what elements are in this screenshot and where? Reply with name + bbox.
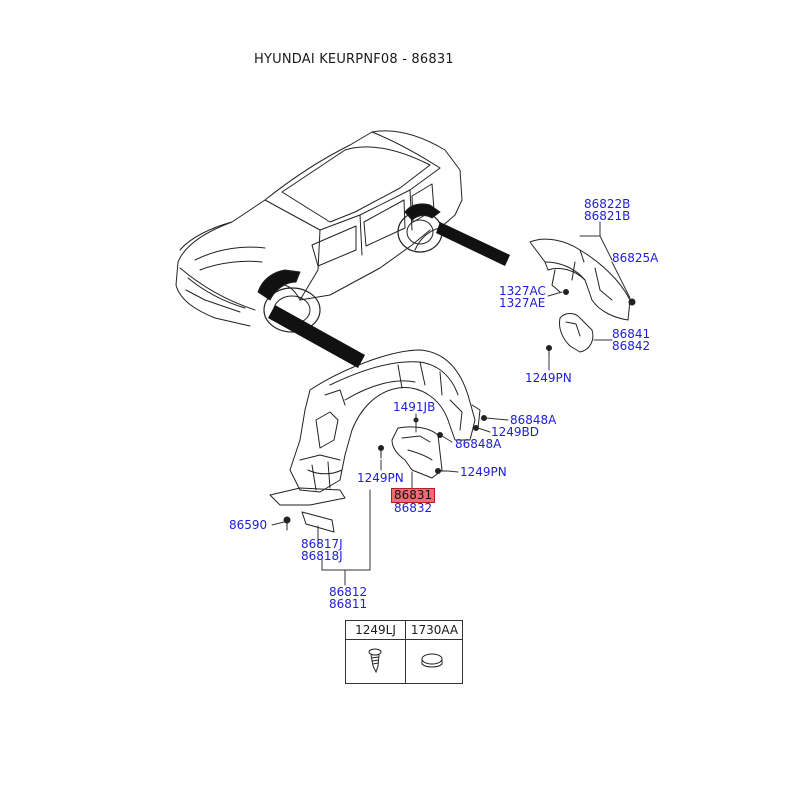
part-label-1327ae[interactable]: 1327AE [499, 296, 546, 310]
callout-arrow-rear [436, 222, 510, 266]
part-label-1327ac[interactable]: 1327AC [499, 284, 546, 298]
part-label-86590[interactable]: 86590 [229, 518, 268, 532]
part-label-1491jb[interactable]: 1491JB [393, 400, 436, 414]
part-label-1249pn-rear[interactable]: 1249PN [525, 371, 572, 385]
part-label-86848a-upper[interactable]: 86848A [510, 413, 557, 427]
rear-wheel-guard [529, 238, 636, 359]
plug-cap-icon [421, 653, 443, 668]
part-label-86811[interactable]: 86811 [329, 597, 368, 611]
part-label-86825a[interactable]: 86825A [612, 251, 659, 265]
legend-header-1730aa[interactable]: 1730AA [410, 623, 459, 637]
part-label-86832[interactable]: 86832 [394, 501, 433, 515]
part-label-86821b[interactable]: 86821B [584, 209, 631, 223]
part-label-1249bd[interactable]: 1249BD [491, 425, 540, 439]
leader-lines [271, 221, 631, 586]
fastener-legend-table: 1249LJ 1730AA [345, 620, 463, 684]
legend-row-divider [346, 639, 462, 640]
part-label-86822b[interactable]: 86822B [584, 197, 631, 211]
callout-arrow-front [268, 305, 365, 368]
mud-guard [391, 426, 449, 479]
diagram-title: HYUNDAI KEURPNF08 - 86831 [254, 52, 454, 67]
legend-header-1249lj[interactable]: 1249LJ [355, 623, 396, 637]
part-label-86848a-lower[interactable]: 86848A [455, 437, 502, 451]
part-label-1249pn-front-right[interactable]: 1249PN [460, 465, 507, 479]
car-illustration [175, 130, 463, 333]
part-label-1249pn-front-left[interactable]: 1249PN [357, 471, 404, 485]
legend-column-divider [405, 621, 406, 683]
part-label-86817j[interactable]: 86817J [301, 537, 343, 551]
part-label-86831-highlighted[interactable]: 86831 [391, 488, 436, 503]
screw-icon [368, 648, 382, 674]
part-label-86818j[interactable]: 86818J [301, 549, 343, 563]
part-label-86812[interactable]: 86812 [329, 585, 368, 599]
part-label-86842[interactable]: 86842 [612, 339, 651, 353]
part-label-86841[interactable]: 86841 [612, 327, 651, 341]
